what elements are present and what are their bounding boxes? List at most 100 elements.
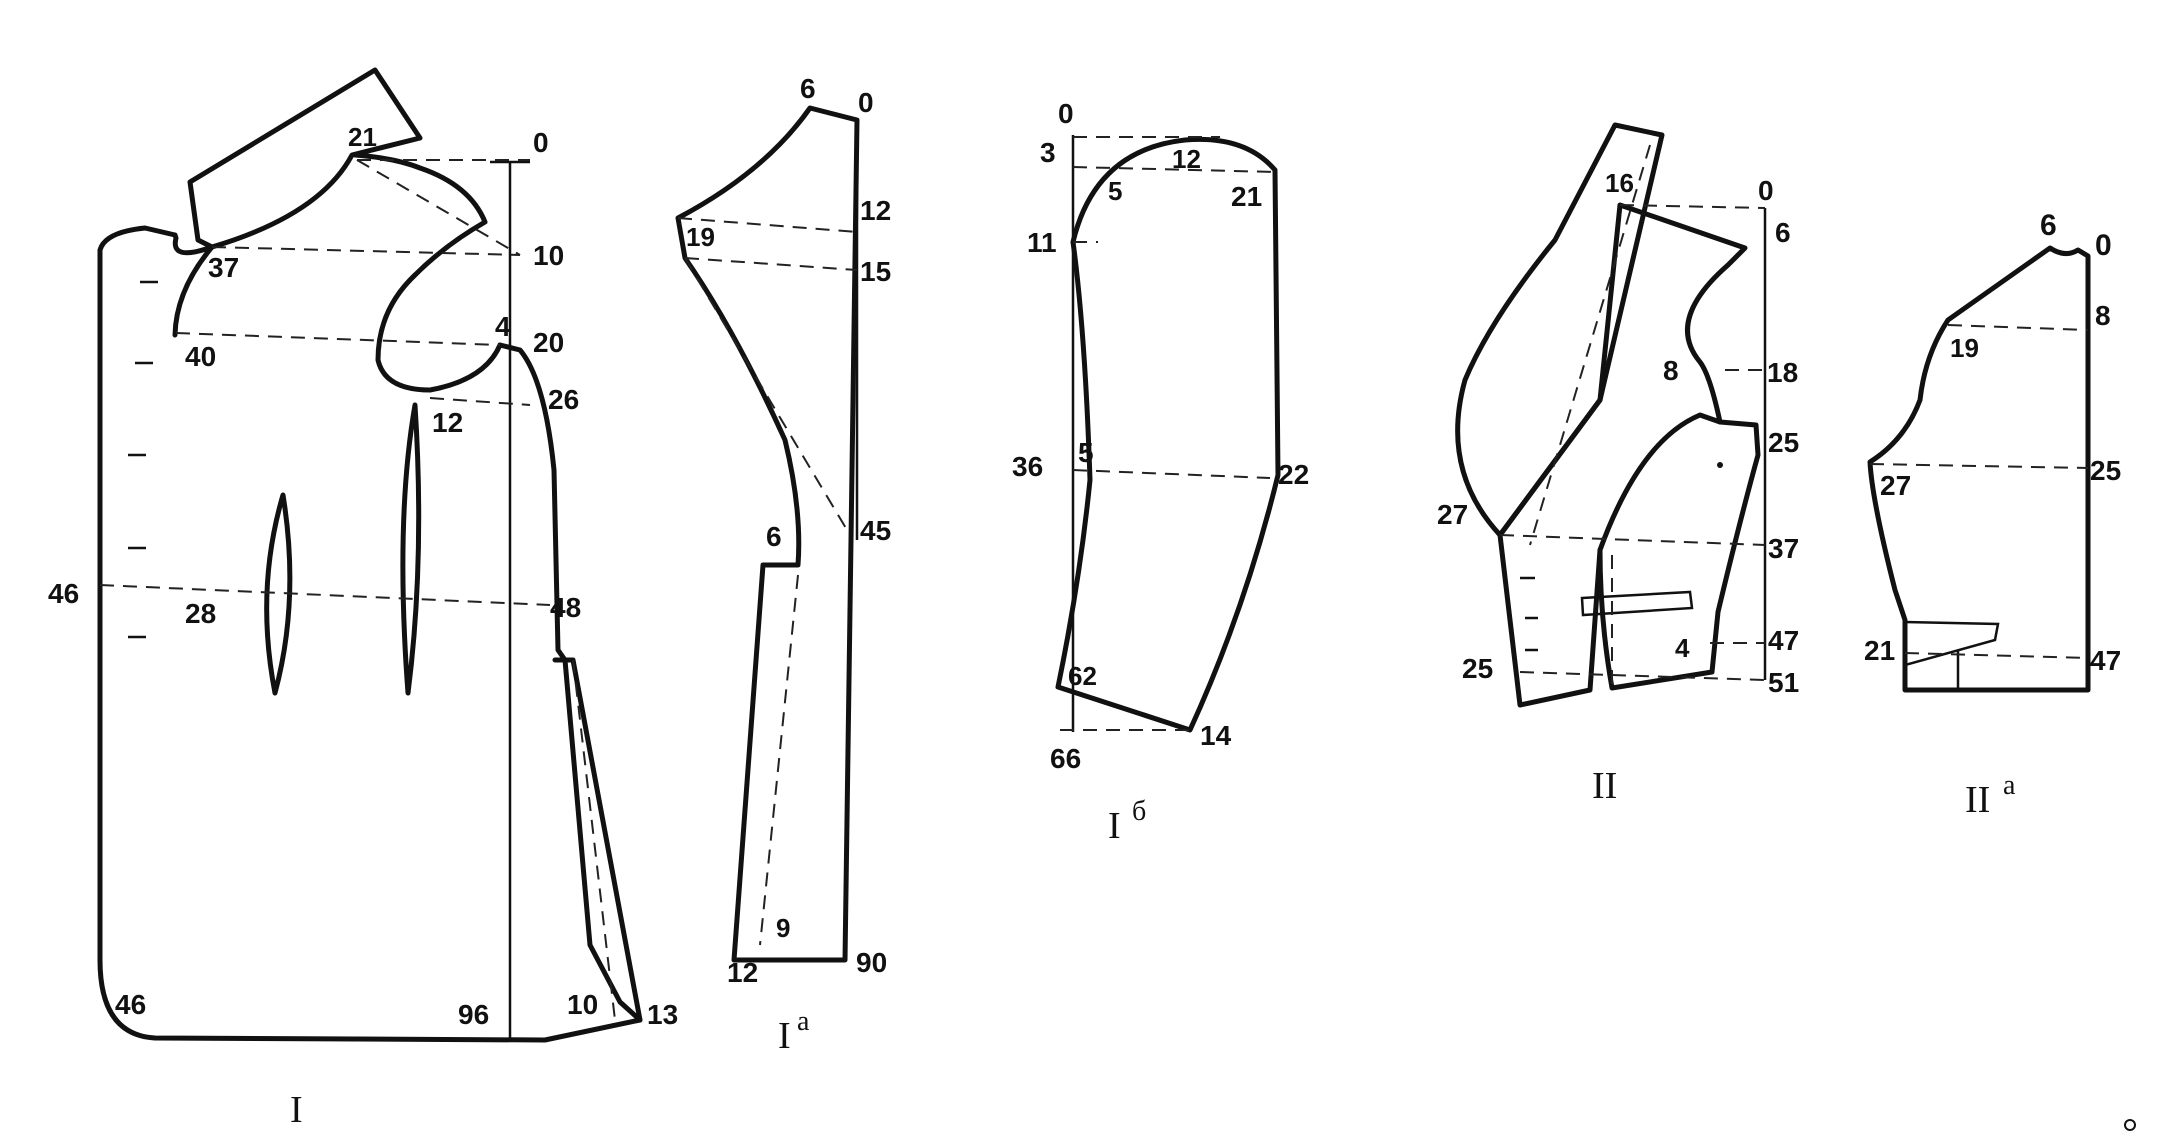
label: 37 [1768,533,1799,564]
label: 3 [1040,137,1056,168]
guide-26 [429,397,531,406]
collar-piece [187,67,423,250]
label: 15 [860,256,891,287]
label: 8 [2095,300,2111,331]
guide-51-II [1519,671,1766,681]
piece-caption: I [778,1015,791,1057]
guide-3-Ib [1072,166,1276,173]
label: 46 [48,578,79,609]
piece-II: 16 0 6 8 18 25 27 37 4 47 25 51 II [1437,122,1799,807]
label: 16 [1605,168,1634,198]
guide-inner-Ia [759,574,799,946]
label: 6 [2040,209,2057,242]
guide-8-IIa [1947,324,2089,331]
label: 20 [533,327,564,358]
label: 14 [1200,720,1232,751]
label: 12 [860,195,891,226]
label: 27 [1880,470,1911,501]
guide-37-II [1499,534,1766,546]
piece-caption: II [1965,779,1990,821]
label: 19 [686,222,715,252]
dot-marker [1717,462,1723,468]
label: 90 [856,947,887,978]
label: 4 [495,311,511,342]
guide-0-II [1619,204,1766,209]
label: 6 [800,73,816,104]
label: 0 [1058,98,1074,129]
label: 19 [1950,333,1979,363]
button-marks-II [1520,576,1538,652]
guide-12 [677,217,858,233]
label: 13 [647,999,678,1030]
label: 6 [766,521,782,552]
label: 5 [1108,176,1122,206]
label: 11 [1027,227,1057,258]
label: 0 [1758,175,1774,206]
label: 66 [1050,743,1081,774]
label: 18 [1767,357,1798,388]
front-neckline [172,232,215,338]
label: 28 [185,598,216,629]
front-outline [97,225,643,1043]
piece-caption: I [290,1089,303,1131]
label: 21 [348,122,377,152]
piece-II-right [1597,419,1761,691]
label: 51 [1768,667,1799,698]
label: 0 [533,127,549,158]
sleeve-outline [1055,136,1281,733]
guide-25-IIa [1869,463,2089,469]
label: 62 [1068,661,1097,691]
guide-36-Ib [1072,469,1271,479]
button-marks [128,280,158,639]
guide-47-IIa [1904,652,2089,659]
piece-IIa: 6 0 8 19 27 25 21 47 II а [1864,209,2121,821]
pocket-IIa [1904,620,2000,667]
piece-II-left [1497,202,1748,708]
label: 0 [858,87,874,118]
piece-caption-sup: б [1132,796,1146,827]
corner-mark [2124,1119,2136,1131]
piece-caption: I [1108,805,1121,847]
label: 12 [432,407,463,438]
armhole-curve [352,152,503,393]
welt-pocket-II [1580,590,1694,617]
label: 45 [860,515,891,546]
label: 25 [2090,455,2121,486]
piece-caption-sup: а [797,1006,810,1037]
guide-diag-Ia [684,257,851,536]
label: 12 [727,957,758,988]
guide-20 [175,332,501,346]
guide-10 [211,246,521,256]
guide-diag-II [1529,144,1651,546]
label: 36 [1012,451,1043,482]
label: 22 [1278,459,1309,490]
label: 37 [208,252,239,283]
label: 48 [550,592,581,623]
label: 6 [1775,217,1791,248]
piece-IIa-outline [1867,245,2091,693]
label: 10 [567,989,598,1020]
label: 0 [2095,229,2112,262]
dart-front [264,492,293,696]
label: 25 [1462,653,1493,684]
label: 96 [458,999,489,1030]
piece-caption: II [1592,765,1617,807]
piece-Ia: 6 0 12 19 15 6 45 9 12 90 I а [675,73,891,1057]
label: 27 [1437,499,1468,530]
guide-48 [99,584,551,606]
dart-side [400,402,422,696]
label: 47 [1768,625,1799,656]
collar-strip-II [1455,122,1665,538]
label: 40 [185,341,216,372]
guide-15 [684,257,858,271]
lapel-dash [572,659,616,1021]
piece-Ib: 0 3 12 5 21 11 5 36 22 62 14 66 I б [1012,98,1309,847]
label: 21 [1864,635,1895,666]
label: 5 [1078,437,1094,468]
label: 26 [548,384,579,415]
piece-caption-sup: а [2003,770,2016,801]
guide-diag [356,159,521,256]
label: 47 [2090,645,2121,676]
